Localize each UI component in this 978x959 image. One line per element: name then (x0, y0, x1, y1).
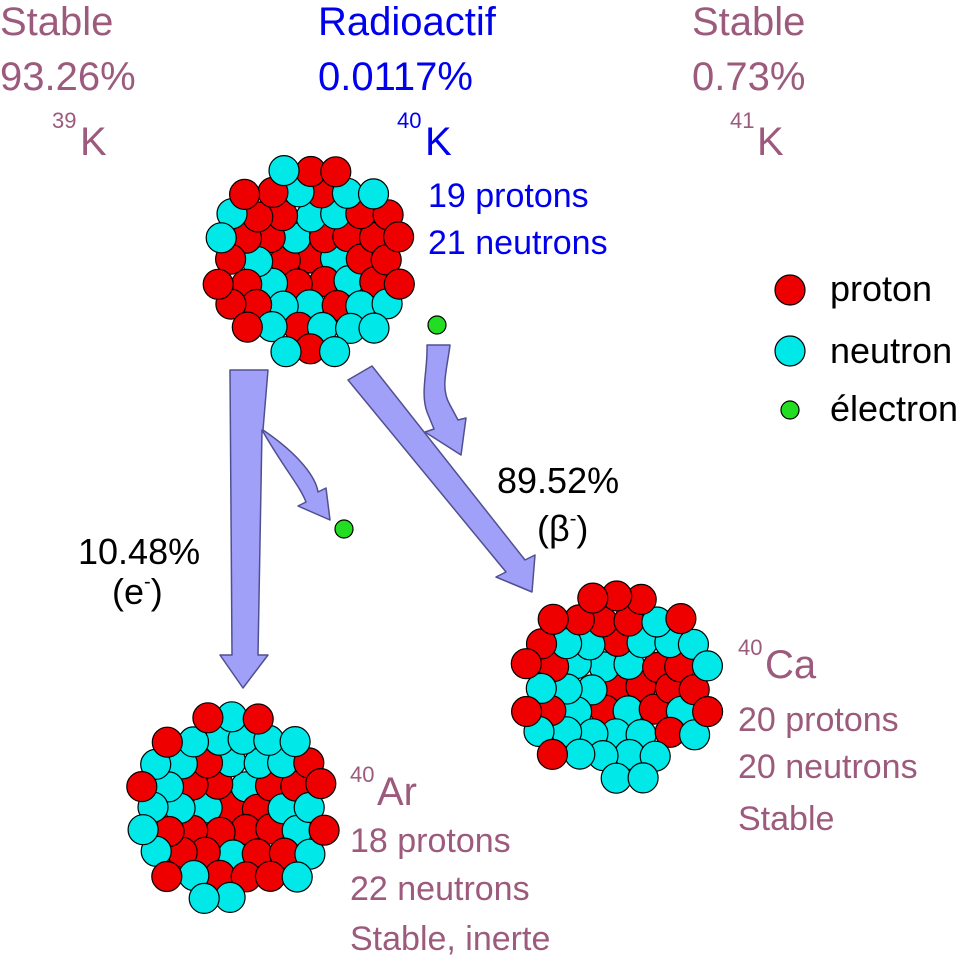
electron-emitted (427, 315, 447, 335)
proton-particle (308, 814, 340, 846)
product-ar40: 40 Ar 18 protons 22 neutrons Stable, ine… (350, 762, 550, 958)
neutron-particle (268, 155, 300, 187)
neutron-particle (627, 762, 659, 794)
proton-particle (577, 582, 609, 614)
neutron-particle (358, 312, 390, 344)
capture-label: 10.48% (e-) (78, 531, 200, 612)
isotope-k40-status: Radioactif (318, 0, 497, 44)
ca40-symbol: Ca (765, 643, 817, 687)
neutron-particle (525, 672, 557, 705)
proton-icon (774, 274, 806, 306)
product-ca40: 40 Ca 20 protons 20 neutrons Stable (738, 635, 918, 838)
isotope-k40-symbol: K (425, 120, 452, 164)
isotope-k40-protons: 19 protons (428, 177, 589, 215)
beta-mode: (β-) (537, 508, 588, 549)
isotope-k41: Stable 0.73% 41 K (692, 0, 805, 164)
neutron-particle (357, 178, 390, 210)
isotope-k41-symbol: K (757, 120, 784, 164)
isotope-k39-abundance: 93.26% (0, 55, 136, 99)
ar40-neutrons: 22 neutrons (350, 870, 530, 908)
proton-particle (202, 268, 234, 300)
legend-proton-label: proton (830, 268, 932, 309)
nucleus-ar40 (126, 701, 340, 915)
beta-percent: 89.52% (497, 460, 619, 501)
legend-electron-label: électron (830, 388, 958, 429)
proton-particle (510, 648, 542, 680)
neutron-particle (281, 861, 313, 893)
isotope-k41-abundance: 0.73% (692, 55, 805, 99)
neutron-particle (319, 336, 351, 368)
beta-label: 89.52% (β-) (497, 460, 619, 549)
beta-arrow (347, 365, 536, 593)
isotope-k41-mass: 41 (730, 108, 754, 133)
proton-particle (192, 702, 224, 734)
decay-arrows (219, 344, 536, 689)
proton-particle (320, 156, 352, 188)
proton-particle (229, 178, 261, 210)
capture-mode: (e-) (112, 571, 163, 612)
proton-particle (242, 703, 274, 735)
proton-particle (254, 860, 286, 892)
proton-particle (151, 726, 183, 758)
isotope-k40-neutrons: 21 neutrons (428, 224, 608, 262)
proton-particle (691, 695, 724, 728)
neutron-particle (188, 882, 220, 915)
nucleus-k40 (202, 155, 415, 368)
capture-percent: 10.48% (78, 531, 200, 572)
isotope-k39: Stable 93.26% 39 K (0, 0, 136, 164)
neutron-particle (564, 738, 596, 770)
proton-particle (305, 767, 337, 800)
neutron-particle (600, 762, 632, 794)
ca40-protons: 20 protons (738, 701, 899, 739)
isotope-k40-mass: 40 (397, 108, 421, 133)
proton-particle (151, 860, 183, 893)
isotope-k39-mass: 39 (52, 108, 76, 133)
proton-particle (665, 602, 697, 635)
ar40-protons: 18 protons (350, 822, 511, 860)
neutron-particle (691, 650, 724, 682)
ca40-note: Stable (738, 800, 834, 838)
capture-arrow (219, 369, 331, 689)
isotope-k39-symbol: K (80, 120, 107, 164)
ca40-mass: 40 (738, 635, 762, 660)
proton-particle (510, 695, 543, 728)
ar40-note: Stable, inerte (350, 920, 550, 958)
electron-icon (780, 400, 800, 420)
proton-particle (231, 311, 263, 343)
neutron-icon (774, 335, 806, 367)
legend: proton neutron électron (774, 268, 958, 429)
ar40-symbol: Ar (377, 770, 417, 814)
ca40-neutrons: 20 neutrons (738, 748, 918, 786)
isotope-k41-status: Stable (692, 0, 805, 44)
neutron-particle (127, 814, 159, 846)
proton-particle (383, 221, 415, 253)
legend-neutron-label: neutron (830, 330, 952, 371)
isotope-k40-abundance: 0.0117% (318, 55, 473, 99)
proton-particle (536, 738, 569, 771)
neutron-particle (270, 336, 302, 368)
isotope-k39-status: Stable (0, 0, 113, 44)
neutron-particle (279, 725, 311, 758)
nucleus-ca40 (510, 580, 724, 794)
ar40-mass: 40 (350, 762, 374, 787)
isotope-k40: Radioactif 0.0117% 40 K 19 protons 21 ne… (318, 0, 608, 262)
proton-particle (537, 603, 569, 635)
proton-particle (126, 770, 158, 803)
electron-captured (334, 519, 354, 539)
proton-particle (383, 268, 415, 300)
neutron-particle (205, 222, 237, 254)
electron-emission-arrow (423, 344, 467, 456)
